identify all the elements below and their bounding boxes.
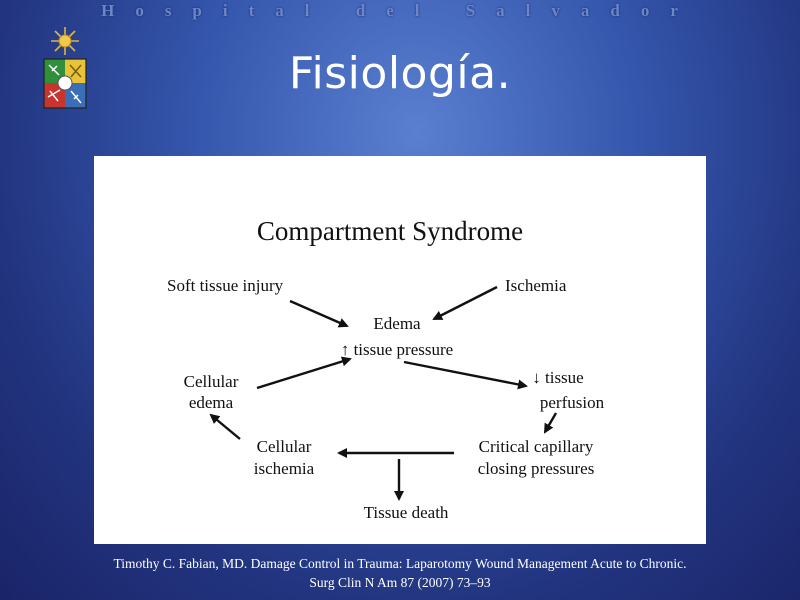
- node-critical-capillary-label-2: closing pressures: [478, 459, 595, 478]
- hospital-banner: Hospital del Salvador: [101, 1, 699, 20]
- node-cellular-ischemia-label-2: ischemia: [254, 459, 315, 478]
- node-cellular-edema-label: Cellular: [184, 372, 239, 391]
- arrow-ischemia-to-edema: [432, 285, 498, 321]
- node-tissue-perfusion-label-2: perfusion: [540, 393, 605, 412]
- star-icon: [51, 27, 79, 55]
- arrow-cellular-ischemia-to-edema: [209, 413, 241, 440]
- crest-shield-icon: [43, 58, 87, 109]
- node-tissue-death: Tissue death: [364, 503, 449, 522]
- compartment-syndrome-diagram: Compartment Syndrome Soft tissue injury …: [167, 216, 605, 522]
- diagram-title: Compartment Syndrome: [257, 216, 523, 246]
- citation: Timothy C. Fabian, MD. Damage Control in…: [0, 554, 800, 592]
- slide-title: Fisiología.: [288, 48, 512, 99]
- citation-line-1: Timothy C. Fabian, MD. Damage Control in…: [113, 556, 687, 571]
- university-crest-logo: [43, 27, 87, 109]
- node-cellular-edema-label-2: edema: [189, 393, 234, 412]
- node-critical-capillary-label: Critical capillary: [479, 437, 594, 456]
- arrow-edema-to-cellular-edema: [256, 356, 352, 390]
- node-tissue-pressure-label: ↑ tissue pressure: [341, 340, 453, 359]
- arrow-perfusion-to-capillary: [543, 412, 558, 434]
- node-edema-label: Edema: [373, 314, 421, 333]
- citation-line-2: Surg Clin N Am 87 (2007) 73–93: [309, 575, 491, 590]
- arrow-edema-to-perfusion: [403, 360, 528, 390]
- figure-panel: Compartment Syndrome Soft tissue injury …: [94, 156, 706, 544]
- node-ischemia: Ischemia: [505, 276, 567, 295]
- node-soft-tissue-injury: Soft tissue injury: [167, 276, 284, 295]
- node-cellular-ischemia-label: Cellular: [257, 437, 312, 456]
- node-tissue-perfusion-label: ↓ tissue: [532, 368, 583, 387]
- arrow-injury-to-edema: [289, 299, 349, 328]
